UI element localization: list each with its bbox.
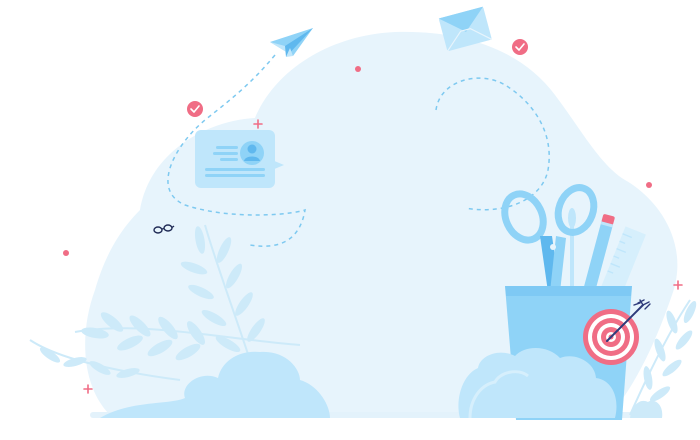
- bush-right-highlight: [468, 370, 529, 419]
- arrow-icon: [606, 299, 651, 342]
- leaf-stick: [568, 208, 576, 290]
- grass-tuft: [630, 400, 663, 418]
- sparkle-plus-icon: [83, 384, 93, 394]
- sparkle-plus-icon: [673, 280, 683, 290]
- avatar-icon: [240, 141, 264, 165]
- dot-icon: [646, 182, 652, 188]
- paper-plane-icon: [270, 28, 313, 57]
- ruler-icon: [598, 226, 646, 302]
- bush-left: [100, 351, 330, 418]
- dot-icon: [63, 250, 69, 256]
- eyeglasses-icon: [153, 224, 175, 234]
- plant-leaves-icon: [29, 224, 301, 381]
- pencil-icon: [583, 214, 615, 293]
- dot-icon: [355, 66, 361, 72]
- check-badge-icon: [187, 101, 203, 117]
- dashed-flight-path-left: [167, 54, 306, 247]
- envelope-icon: [438, 6, 493, 52]
- id-card-icon: [195, 130, 284, 188]
- dashed-flight-path-right: [435, 77, 550, 211]
- bush-right: [458, 347, 617, 418]
- check-badge-icon: [512, 39, 528, 55]
- scissors-icon: [501, 184, 598, 292]
- pencil-cup-shade: [505, 286, 632, 296]
- plant-leaves-icon: [629, 299, 697, 416]
- sparkle-plus-icon: [253, 119, 263, 129]
